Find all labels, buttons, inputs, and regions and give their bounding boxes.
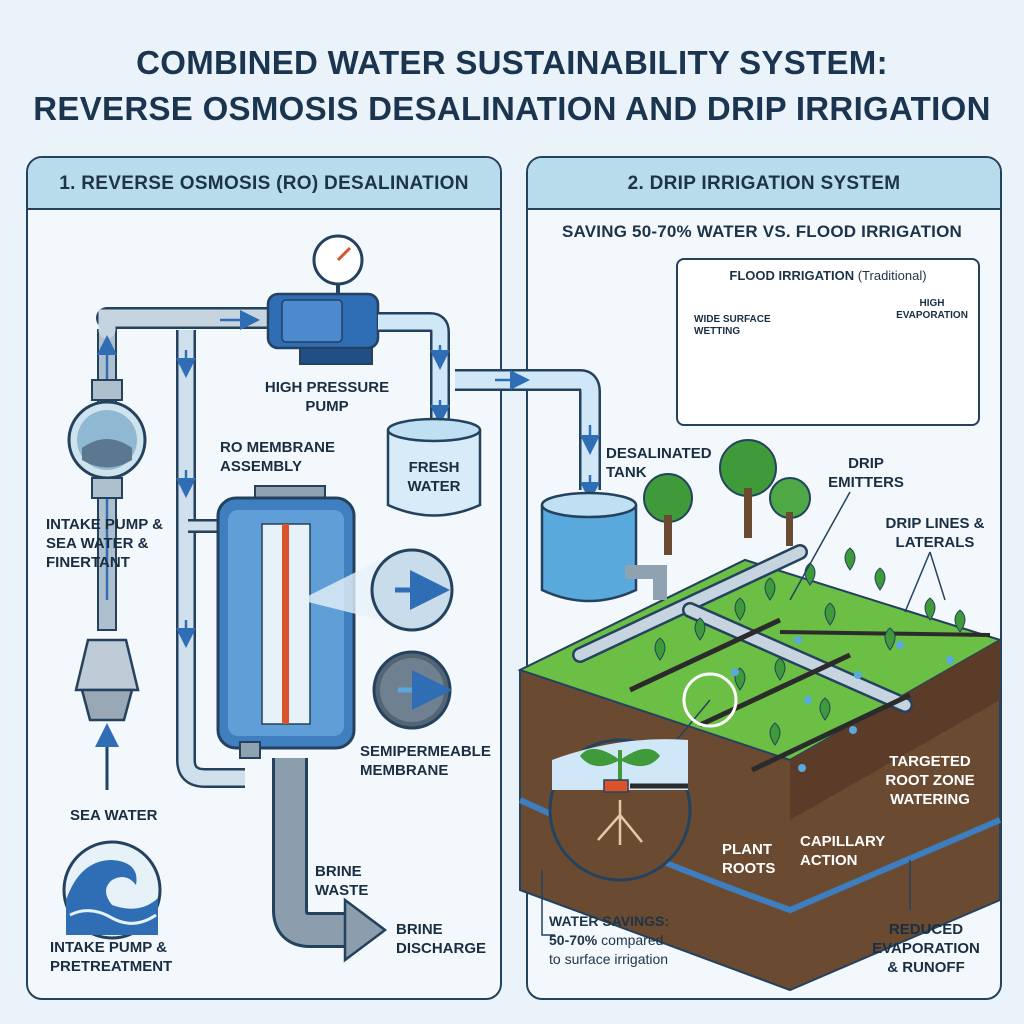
reduced-evap-label: REDUCED EVAPORATION & RUNOFF: [872, 921, 980, 976]
ro-membrane-label: RO MEMBRANE ASSEMBLY: [220, 439, 335, 475]
high-evap-label: HIGH EVAPORATION: [896, 298, 968, 321]
drip-panel-header: 2. DRIP IRRIGATION SYSTEM: [528, 158, 1000, 210]
drip-emitters-label: DRIP EMITTERS: [828, 455, 904, 491]
water-savings-note: WATER SAVINGS: 50-70% compared to surfac…: [549, 912, 669, 969]
ro-panel-header: 1. REVERSE OSMOSIS (RO) DESALINATION: [28, 158, 500, 210]
water-droplets: [731, 636, 954, 772]
leader-lines: [541, 491, 946, 936]
semipermeable-label: SEMIPERMEABLE MEMBRANE: [360, 743, 491, 779]
drip-subtitle: SAVING 50-70% WATER VS. FLOOD IRRIGATION: [562, 222, 962, 241]
transfer-pipe: [455, 369, 601, 502]
savings-rest1: compared: [601, 932, 664, 948]
drip-header-pipe: [572, 544, 913, 713]
high-pressure-pump-icon: [266, 234, 380, 365]
seedling-icons: [654, 547, 966, 746]
flood-title-note: (Traditional): [857, 268, 927, 283]
wide-surface-label: WIDE SURFACE WETTING: [694, 314, 771, 337]
fresh-water-label: FRESH WATER: [407, 459, 461, 495]
soil-block: [517, 558, 1003, 992]
drip-lines: [628, 617, 991, 773]
flood-title-text: FLOOD IRRIGATION: [729, 268, 855, 283]
capillary-label: CAPILLARY ACTION: [800, 833, 886, 869]
intake-pump-label: INTAKE PUMP & SEA WATER & FINERTANT: [46, 516, 163, 571]
fresh-water-tank: [386, 417, 482, 517]
tree-icons: [643, 439, 811, 555]
flood-title: FLOOD IRRIGATION (Traditional): [678, 268, 978, 283]
savings-rest2: to surface irrigation: [549, 951, 669, 967]
sea-wave-icon: [62, 840, 162, 940]
plant-roots-label: PLANT ROOTS: [722, 841, 776, 877]
brine-pipe: [272, 758, 388, 963]
savings-head: WATER SAVINGS:: [549, 913, 670, 929]
brine-waste-label: BRINE WASTE: [315, 863, 369, 899]
root-zoom-icon: [548, 672, 738, 882]
page-subtitle: REVERSE OSMOSIS DESALINATION AND DRIP IR…: [33, 90, 991, 127]
strainer-icon: [74, 638, 140, 790]
fresh-outlet-pipe: [378, 312, 450, 428]
flood-irrigation-box: FLOOD IRRIGATION (Traditional): [676, 258, 980, 426]
targeted-label: TARGETED ROOT ZONE WATERING: [885, 753, 975, 808]
page-title: COMBINED WATER SUSTAINABILITY SYSTEM:: [136, 44, 888, 81]
drip-lines-label: DRIP LINES & LATERALS: [885, 515, 985, 551]
sea-water-label: SEA WATER: [70, 807, 158, 824]
brine-discharge-label: BRINE DISCHARGE: [396, 921, 487, 957]
high-pressure-pump-label: HIGH PRESSURE PUMP: [264, 379, 390, 415]
membrane-zoom-1: [300, 548, 454, 632]
membrane-zoom-2: [372, 650, 452, 730]
intake-filter-icon: [67, 379, 147, 499]
water-lost-label: WATER LOST BELOW ZONE: [882, 386, 950, 409]
desal-tank-label: DESALINATED TANK: [606, 445, 712, 481]
desalinated-tank: [540, 491, 667, 603]
pretreatment-label: INTAKE PUMP & PRETREATMENT: [50, 939, 173, 975]
savings-pct: 50-70%: [549, 932, 598, 948]
ro-membrane-vessel: [216, 485, 356, 759]
feed-pipe: [176, 330, 245, 788]
